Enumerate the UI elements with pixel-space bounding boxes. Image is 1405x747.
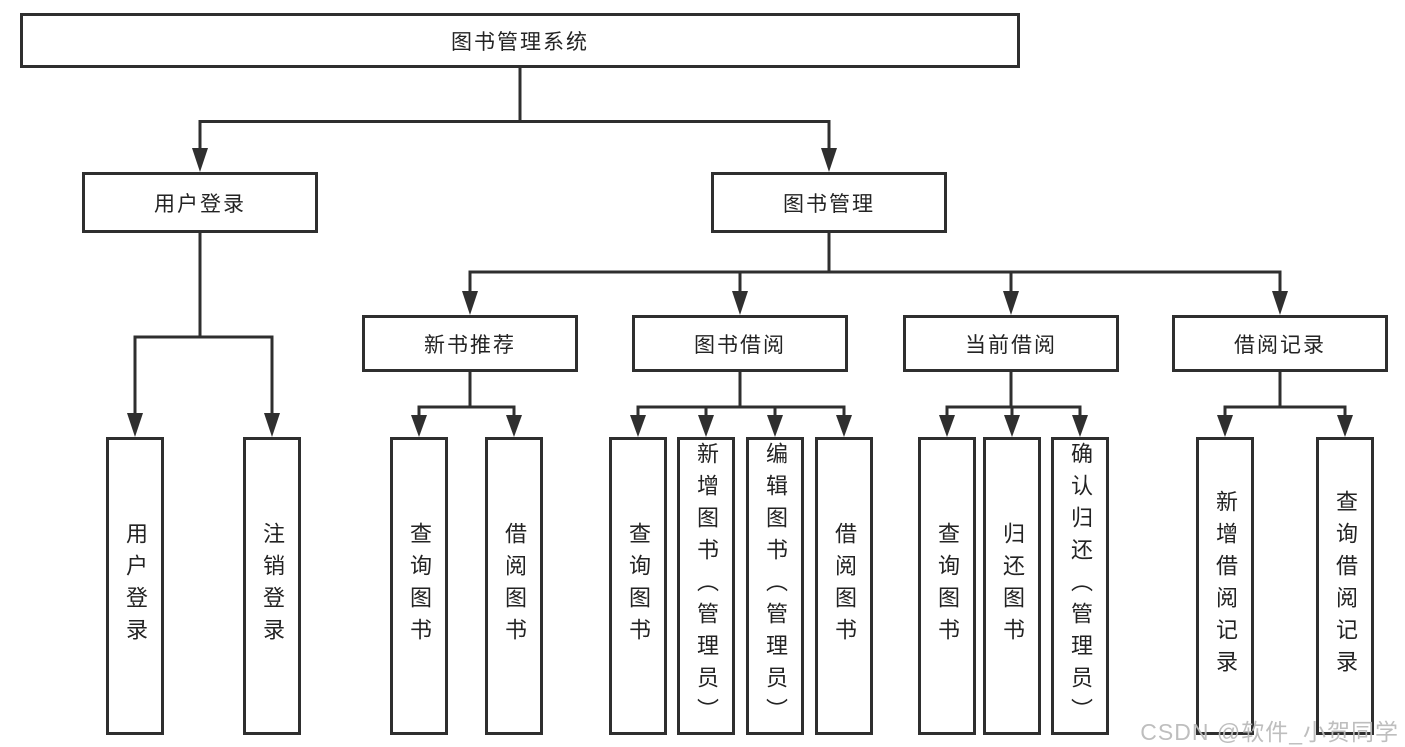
leaf-borrow-books-label: 借阅图书 <box>832 522 857 650</box>
node-root-label: 图书管理系统 <box>451 30 589 54</box>
node-borrow-records: 借阅记录 <box>1172 315 1388 372</box>
node-borrow-records-label: 借阅记录 <box>1234 333 1326 357</box>
node-root: 图书管理系统 <box>20 13 1020 68</box>
leaf-confirm-return-admin-label: 确认归还（管理员） <box>1068 442 1093 730</box>
leaf-recommend-borrow-books: 借阅图书 <box>485 437 543 735</box>
leaf-borrow-query-books: 查询图书 <box>609 437 667 735</box>
leaf-borrow-books: 借阅图书 <box>815 437 873 735</box>
leaf-logout-label: 注销登录 <box>260 522 285 650</box>
node-book-borrow: 图书借阅 <box>632 315 848 372</box>
leaf-confirm-return-admin: 确认归还（管理员） <box>1051 437 1109 735</box>
node-book-borrow-label: 图书借阅 <box>694 333 786 357</box>
leaf-return-books-label: 归还图书 <box>1000 522 1025 650</box>
leaf-query-borrow-record: 查询借阅记录 <box>1316 437 1374 735</box>
node-user-login: 用户登录 <box>82 172 318 233</box>
node-current-borrow: 当前借阅 <box>903 315 1119 372</box>
leaf-return-books: 归还图书 <box>983 437 1041 735</box>
node-book-management: 图书管理 <box>711 172 947 233</box>
leaf-add-borrow-record: 新增借阅记录 <box>1196 437 1254 735</box>
leaf-current-query-books: 查询图书 <box>918 437 976 735</box>
node-new-book-recommend-label: 新书推荐 <box>424 333 516 357</box>
node-book-management-label: 图书管理 <box>783 192 875 216</box>
csdn-watermark: CSDN @软件_小贺同学 <box>1140 719 1399 745</box>
leaf-edit-books-admin: 编辑图书（管理员） <box>746 437 804 735</box>
leaf-logout: 注销登录 <box>243 437 301 735</box>
leaf-edit-books-admin-label: 编辑图书（管理员） <box>763 442 788 730</box>
leaf-borrow-query-books-label: 查询图书 <box>626 522 651 650</box>
node-current-borrow-label: 当前借阅 <box>965 333 1057 357</box>
node-new-book-recommend: 新书推荐 <box>362 315 578 372</box>
leaf-recommend-borrow-books-label: 借阅图书 <box>502 522 527 650</box>
leaf-add-books-admin-label: 新增图书（管理员） <box>694 442 719 730</box>
leaf-recommend-query-books: 查询图书 <box>390 437 448 735</box>
node-user-login-label: 用户登录 <box>154 192 246 216</box>
leaf-add-books-admin: 新增图书（管理员） <box>677 437 735 735</box>
leaf-query-borrow-record-label: 查询借阅记录 <box>1333 490 1358 682</box>
leaf-user-login-label: 用户登录 <box>123 522 148 650</box>
leaf-current-query-books-label: 查询图书 <box>935 522 960 650</box>
leaf-add-borrow-record-label: 新增借阅记录 <box>1213 490 1238 682</box>
leaf-recommend-query-books-label: 查询图书 <box>407 522 432 650</box>
leaf-user-login: 用户登录 <box>106 437 164 735</box>
